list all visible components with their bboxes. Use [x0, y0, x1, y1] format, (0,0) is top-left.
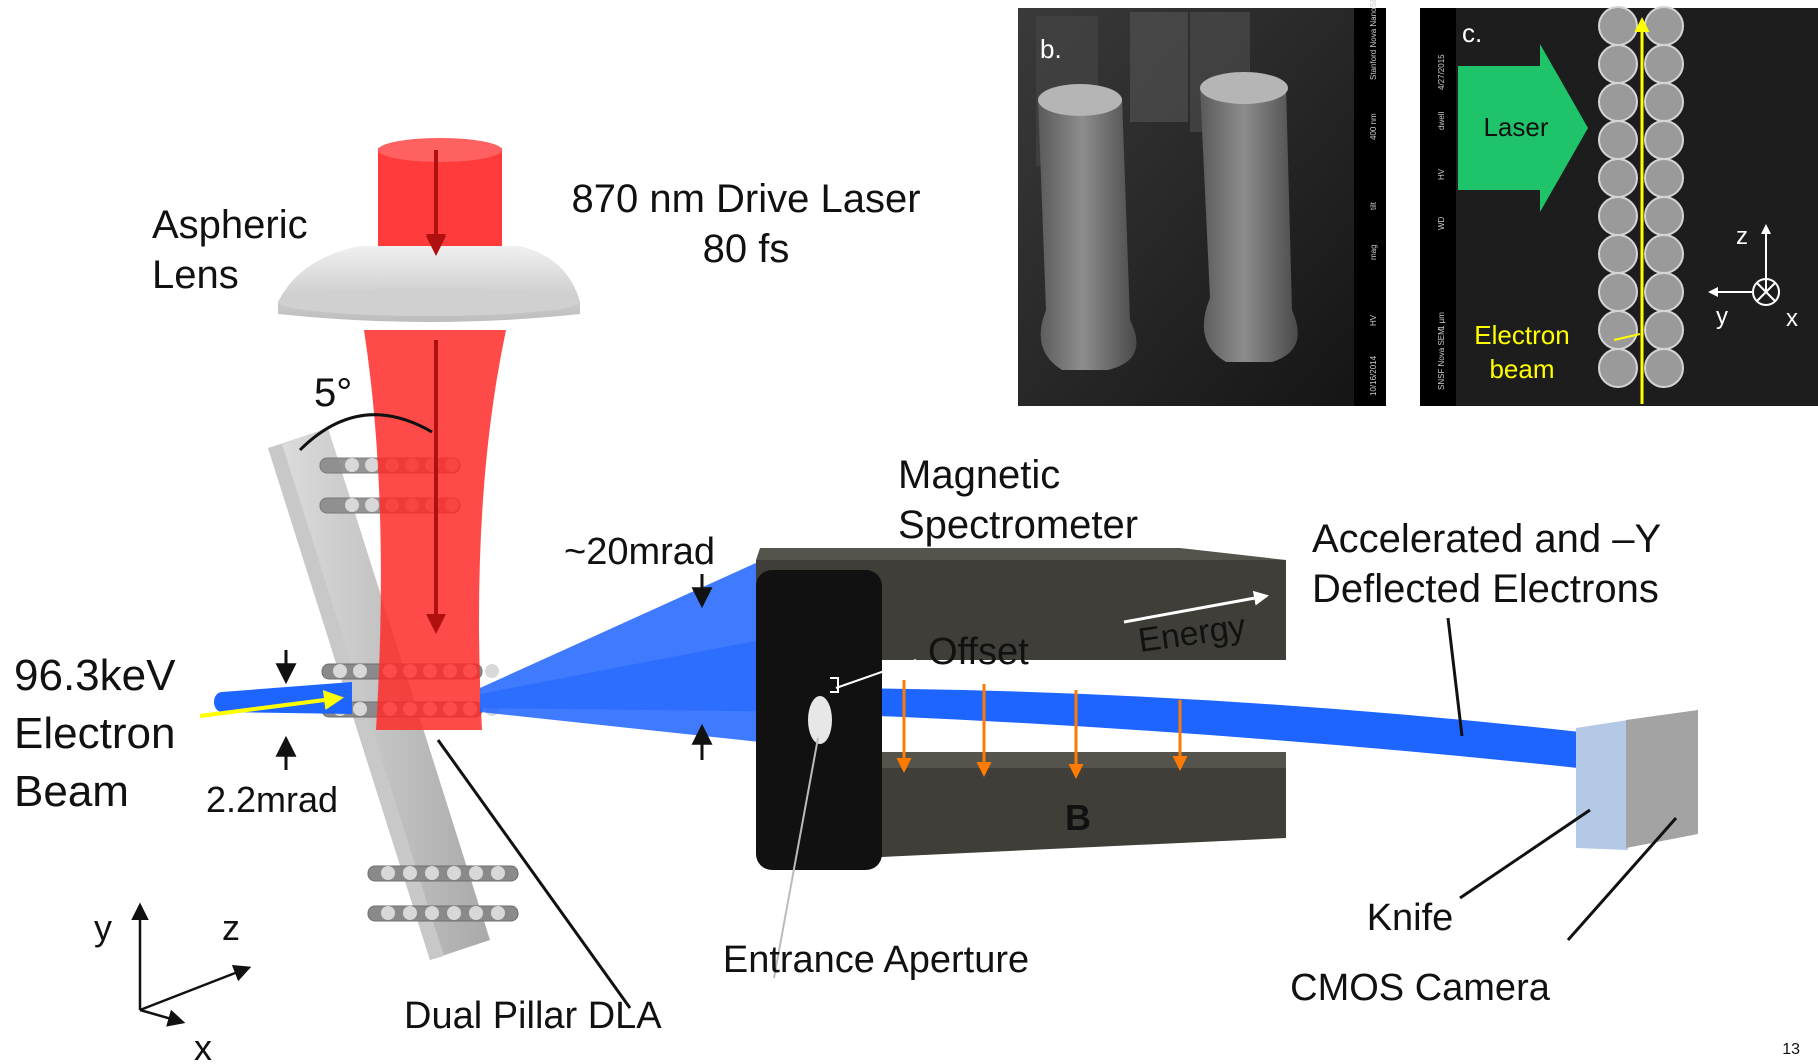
sem-pillar: [1644, 234, 1684, 274]
spectrometer-label-1: Magnetic: [898, 453, 1060, 497]
dla-label: Dual Pillar DLA: [404, 995, 662, 1037]
beam-direction-arrow: [199, 690, 344, 718]
spectrometer-label-2: Spectrometer: [898, 503, 1138, 547]
panel-b-label: b.: [1040, 34, 1062, 64]
sem-databar-c: [1420, 8, 1456, 406]
sem-pillar: [1644, 310, 1684, 350]
lorentz-force-arrows: [896, 680, 1188, 779]
laser-label: 870 nm Drive Laser: [571, 177, 920, 221]
aspheric-lens: [278, 246, 580, 322]
sem-databar-b: [1354, 8, 1386, 406]
sem-b-tilt: tilt: [1369, 201, 1378, 210]
deflected-beam: [830, 688, 1580, 768]
b-field-label: B: [1065, 797, 1091, 838]
mid-beam-cone: [480, 630, 812, 712]
accelerated-label-1: Accelerated and –Y: [1312, 517, 1661, 561]
sem-pillar: [1598, 44, 1638, 84]
lower-pole-face: [860, 752, 1286, 768]
angle-arc: [298, 413, 433, 452]
sem-b-instrument: Stanford Nova NanoSEM: [1369, 0, 1378, 80]
pillar-column-left: [1598, 6, 1638, 388]
detector: [1576, 710, 1698, 850]
sem-c-dwell: dwell: [1437, 112, 1446, 130]
divergence-arrows: [275, 574, 713, 770]
angle-label: 5°: [314, 371, 352, 415]
camera-label: CMOS Camera: [1290, 967, 1551, 1009]
energy-arrow: [1123, 590, 1269, 624]
sem-panel-c: 4/27/2015 dwell HV WD 1 µm SNSF Nova SEM…: [1420, 6, 1818, 406]
sem-pillar: [1644, 82, 1684, 122]
lower-pole: [860, 768, 1286, 858]
knife-label: Knife: [1367, 897, 1454, 939]
beam-label-3: Beam: [14, 767, 129, 816]
sem-c-hv: HV: [1437, 168, 1446, 180]
beam-label-1: 96.3keV: [14, 651, 176, 700]
beam-divergence-label: 2.2mrad: [206, 779, 338, 820]
magnetic-spectrometer: Energy B: [756, 548, 1286, 870]
page-number: 13: [1782, 1041, 1800, 1058]
sem-c-wd: WD: [1437, 216, 1446, 230]
sem-pillar-left: [1038, 84, 1137, 370]
sem-b-scale: 400 nm: [1369, 113, 1378, 140]
sem-panel-b: b. 10/16/2014 HV mag tilt 400 nm Stanfor…: [1018, 0, 1386, 406]
sem-pillar: [1598, 82, 1638, 122]
cmos-camera: [1626, 710, 1698, 848]
panel-c-laser-label: Laser: [1483, 112, 1548, 142]
axis-y-label: y: [94, 907, 112, 948]
upper-pole-top: [756, 560, 1286, 660]
accelerated-label-2: Deflected Electrons: [1312, 567, 1659, 611]
sem-pillar: [1644, 44, 1684, 84]
panel-c-axis-y: y: [1716, 303, 1728, 330]
sem-b-mag: mag: [1369, 244, 1378, 260]
sem-c-scale: 1 µm: [1437, 312, 1446, 330]
sem-pillar: [1598, 6, 1638, 46]
knife-edge: [1576, 720, 1628, 850]
sem-pillar: [1598, 196, 1638, 236]
laser-input-cylinder: [378, 148, 502, 256]
beam-label-2: Electron: [14, 709, 175, 758]
axes-panel-c: [1708, 224, 1780, 306]
annotation-lines: [298, 413, 1678, 1009]
sem-pillar: [1598, 348, 1638, 388]
sem-c-date: 4/27/2015: [1437, 54, 1446, 90]
drive-laser-beam: [364, 138, 506, 730]
pulse-label: 80 fs: [703, 227, 790, 271]
offset-label: Offset: [928, 631, 1029, 673]
sem-pillar: [1644, 158, 1684, 198]
upper-pole-face: [756, 548, 1286, 560]
pillar-column-right: [1644, 6, 1684, 388]
sem-pillar: [1644, 196, 1684, 236]
panel-c-label: c.: [1462, 18, 1482, 48]
electron-beam-leader: [1613, 333, 1641, 341]
electron-beam: [199, 562, 1580, 768]
axes-main: [131, 902, 252, 1027]
aperture-label: Entrance Aperture: [723, 939, 1029, 981]
axis-z-label: z: [222, 907, 240, 948]
lens-label-2: Lens: [152, 253, 239, 297]
sem-b-date: 10/16/2014: [1369, 355, 1378, 396]
divergence-label: ~20mrad: [564, 531, 715, 573]
axis-x-label: x: [194, 1027, 212, 1064]
sem-pillar: [1598, 234, 1638, 274]
sem-pillar-right: [1200, 72, 1298, 362]
sem-c-instrument: SNSF Nova SEM: [1437, 328, 1446, 390]
laser-direction-arrow-panel: [1458, 44, 1588, 212]
lens-label-1: Aspheric: [152, 203, 308, 247]
laser-input-top: [378, 138, 502, 162]
sem-pillar: [1598, 310, 1638, 350]
incoming-beam: [222, 682, 352, 714]
panel-c-axis-x: x: [1786, 305, 1798, 332]
sem-pillar: [1644, 6, 1684, 46]
sem-pillar: [1644, 348, 1684, 388]
sem-pillar: [1644, 272, 1684, 312]
sem-b-hv: HV: [1369, 314, 1378, 326]
panel-c-electron-label-1: Electron: [1474, 320, 1569, 350]
panel-c-axis-z: z: [1736, 223, 1748, 250]
sem-pillar: [1598, 120, 1638, 160]
sem-pillar: [1598, 158, 1638, 198]
sem-pillar: [1644, 120, 1684, 160]
entrance-aperture-opening: [808, 696, 832, 744]
panel-c-electron-label-2: beam: [1489, 354, 1554, 384]
sem-pillar: [1598, 272, 1638, 312]
